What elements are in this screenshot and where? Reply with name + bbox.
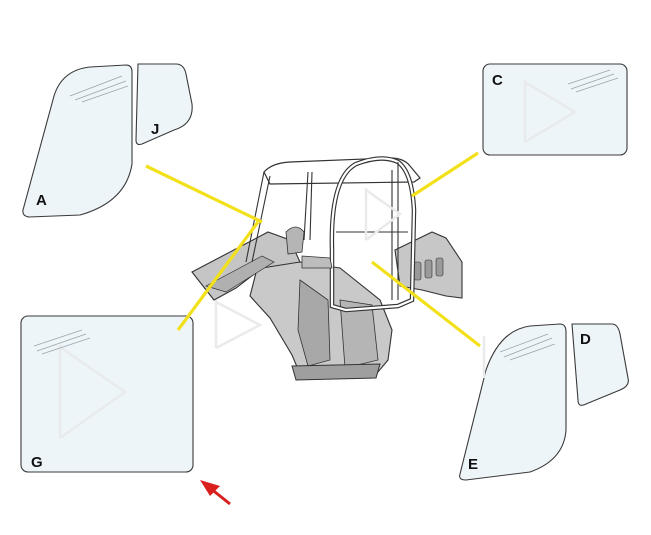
- glass-panel-D[interactable]: D: [571, 323, 629, 406]
- panel-label-C: C: [492, 72, 503, 89]
- panel-label-A: A: [36, 192, 47, 209]
- leader-A: [145, 164, 263, 224]
- leader-C: [411, 151, 479, 198]
- glass-panel-E[interactable]: E: [459, 323, 567, 481]
- panel-label-D: D: [580, 331, 591, 348]
- panel-label-G: G: [31, 454, 43, 471]
- leader-G: [176, 221, 260, 331]
- leader-lines: [145, 151, 481, 348]
- glass-panel-J[interactable]: J: [135, 63, 193, 146]
- glass-panel-A[interactable]: A: [22, 64, 133, 218]
- leader-E: [371, 260, 481, 348]
- glass-panel-G[interactable]: G: [20, 315, 194, 473]
- cab-mid-pillar: [303, 171, 309, 241]
- background-watermarks: [214, 188, 486, 378]
- panel-label-E: E: [468, 456, 478, 473]
- cab-illustration: [191, 156, 463, 381]
- glass-panel-C[interactable]: C: [482, 63, 628, 156]
- red-arrow-icon: [200, 480, 231, 506]
- vent-slots: [413, 257, 444, 281]
- panel-label-J: J: [151, 121, 159, 138]
